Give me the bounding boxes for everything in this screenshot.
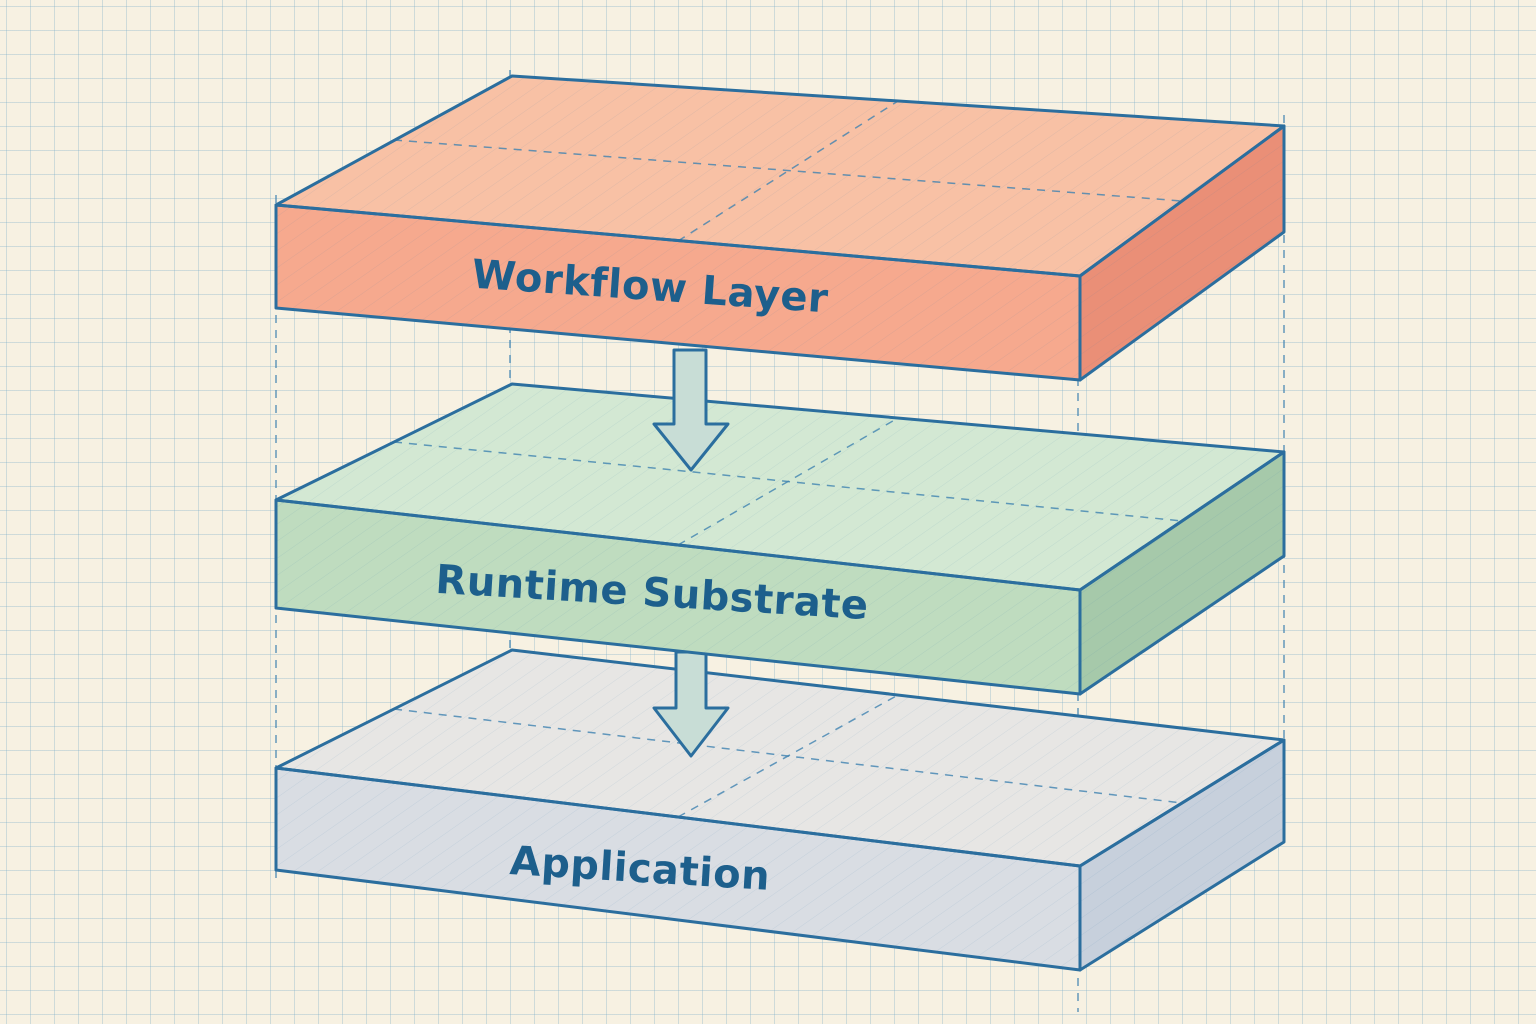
layer-runtime-substrate: Runtime Substrate: [274, 382, 1286, 696]
down-arrow-icon: [652, 650, 730, 758]
arrow-runtime-to-application: [652, 650, 730, 758]
layer-application: Application: [274, 648, 1286, 972]
down-arrow-icon: [652, 348, 730, 472]
layer-workflow: Workflow Layer: [274, 74, 1286, 382]
arrow-workflow-to-runtime: [652, 348, 730, 472]
